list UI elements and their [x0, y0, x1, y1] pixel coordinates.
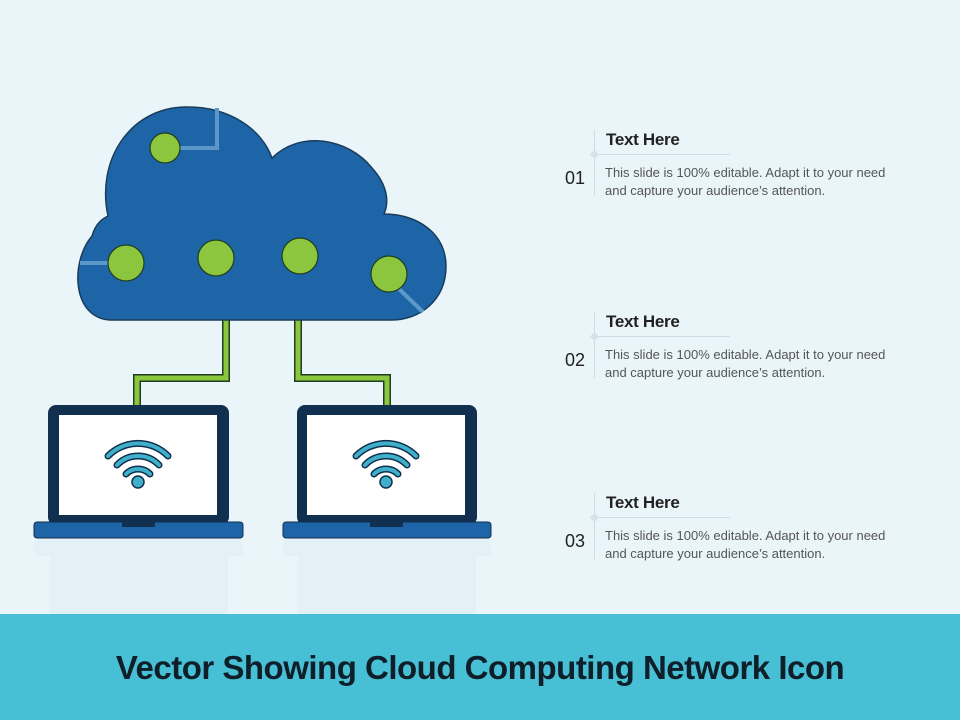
item-title: Text Here	[606, 493, 680, 512]
divider-line	[590, 517, 730, 518]
network-connectors	[133, 318, 391, 410]
text-item-03: 03 Text Here This slide is 100% editable…	[560, 493, 920, 573]
divider-line	[590, 336, 730, 337]
item-number: 02	[565, 350, 586, 370]
divider-line	[590, 154, 730, 155]
cloud-network-illustration	[33, 106, 492, 614]
laptop-icon	[282, 405, 492, 539]
laptop-reflections	[34, 540, 491, 614]
item-number: 03	[565, 531, 586, 551]
item-description: This slide is 100% editable. Adapt it to…	[605, 347, 886, 380]
divider-line	[594, 493, 595, 559]
divider-line	[594, 130, 595, 196]
text-item-01: 01 Text Here This slide is 100% editable…	[560, 130, 920, 210]
slide-title: Vector Showing Cloud Computing Network I…	[115, 649, 845, 686]
divider-line	[594, 312, 595, 378]
item-title: Text Here	[606, 130, 680, 149]
item-description: This slide is 100% editable. Adapt it to…	[605, 528, 886, 561]
item-description: This slide is 100% editable. Adapt it to…	[605, 165, 886, 198]
divider-dot	[591, 333, 598, 340]
item-number: 01	[565, 168, 586, 188]
cloud-icon	[77, 106, 447, 321]
divider-dot	[591, 514, 598, 521]
item-title: Text Here	[606, 312, 680, 331]
divider-dot	[591, 151, 598, 158]
footer-banner: Vector Showing Cloud Computing Network I…	[0, 614, 960, 720]
laptop-icon	[33, 405, 244, 539]
text-item-02: 02 Text Here This slide is 100% editable…	[560, 312, 920, 392]
